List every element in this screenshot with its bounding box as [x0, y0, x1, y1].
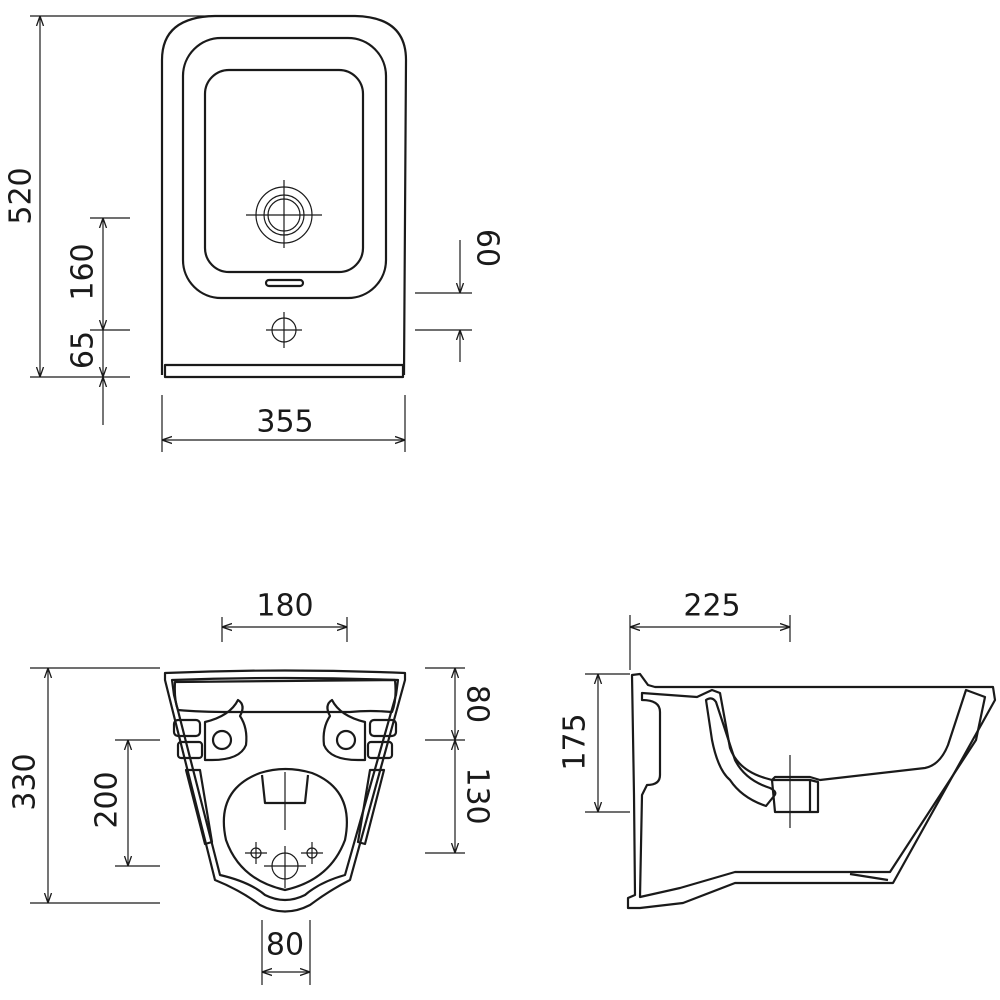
- dimension-160: 160: [66, 217, 130, 331]
- inner-channel: [704, 697, 777, 808]
- side-inner: [638, 688, 987, 899]
- back-outline: [163, 669, 407, 913]
- svg-text:200: 200: [90, 771, 125, 828]
- back-inner: [170, 676, 400, 902]
- drain-outlet: [770, 778, 820, 814]
- dimension-200: 200: [90, 739, 160, 867]
- side-view: 225 175: [558, 589, 997, 910]
- left-pocket-2: [176, 740, 204, 760]
- supply-holes-icon: [245, 842, 323, 888]
- foot-detail: [849, 872, 889, 882]
- svg-text:330: 330: [8, 753, 43, 810]
- dimension-60: 60: [415, 229, 505, 362]
- svg-text:175: 175: [558, 713, 593, 770]
- svg-text:65: 65: [66, 331, 101, 369]
- svg-text:130: 130: [460, 767, 495, 824]
- right-pocket-2: [366, 740, 394, 760]
- bidet-outline: [160, 14, 408, 376]
- dimension-80-right: 80: [425, 667, 495, 854]
- right-fixing-hole: [335, 729, 357, 751]
- rim: [181, 36, 388, 300]
- left-rib: [184, 768, 214, 846]
- left-fixing-hole: [211, 729, 233, 751]
- dimension-80-bottom: 80: [261, 920, 311, 985]
- svg-text:520: 520: [4, 167, 39, 224]
- tap-hole-icon: [266, 312, 302, 348]
- dimension-355: 355: [161, 395, 406, 452]
- svg-text:80: 80: [460, 685, 495, 723]
- dimension-520: 520: [4, 15, 210, 378]
- right-bracket: [322, 698, 367, 762]
- overflow-slot: [264, 278, 305, 288]
- bidet-base: [163, 363, 405, 379]
- left-pocket-1: [172, 718, 202, 738]
- svg-text:225: 225: [683, 589, 740, 624]
- right-pocket-1: [368, 718, 398, 738]
- svg-text:60: 60: [470, 229, 505, 267]
- dimension-130: 130: [455, 740, 495, 853]
- bowl: [203, 68, 365, 274]
- top-channel: [173, 678, 397, 714]
- right-rib: [356, 768, 386, 846]
- svg-text:355: 355: [256, 405, 313, 440]
- dimension-175: 175: [558, 673, 630, 813]
- top-view: 520 160 65 60 355: [4, 14, 505, 452]
- svg-text:80: 80: [266, 928, 304, 963]
- dimension-330: 330: [8, 667, 160, 904]
- dimension-180: 180: [221, 589, 348, 642]
- side-outline: [626, 672, 997, 910]
- dimension-65: 65: [66, 330, 104, 425]
- dimension-225: 225: [629, 589, 791, 670]
- bowl-section: [222, 767, 348, 892]
- svg-text:160: 160: [66, 243, 101, 300]
- svg-text:180: 180: [256, 589, 313, 624]
- drain-icon: [246, 180, 322, 248]
- back-view: 180 330 200 80 130 80: [8, 589, 495, 985]
- left-bracket: [203, 698, 248, 762]
